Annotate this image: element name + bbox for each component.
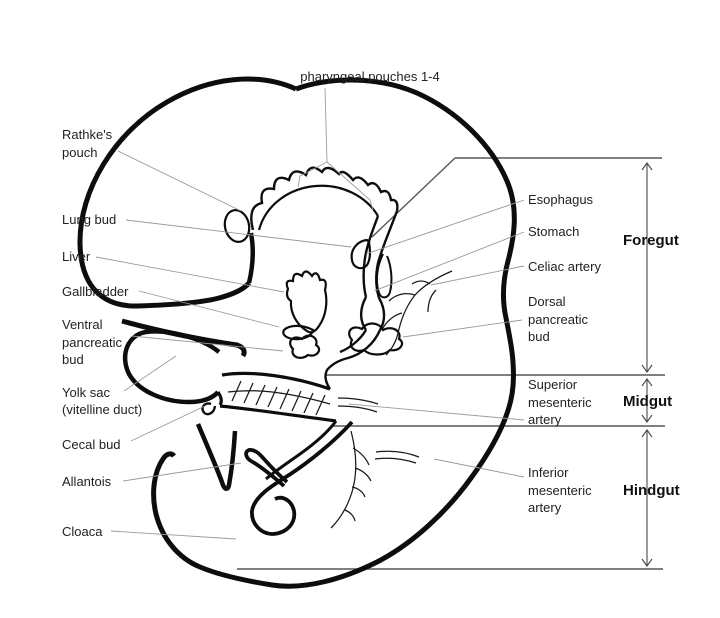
lung-bud-shape: [350, 238, 371, 270]
ventral-pancreatic-bud-leader: [131, 335, 284, 352]
leader-lines: [95, 87, 525, 540]
labels: pharyngeal pouches 1-4 Rathke's pouch Lu…: [62, 69, 680, 539]
label-inferior-mesenteric-artery: mesenteric: [528, 483, 592, 498]
embryo-face-crease: [246, 232, 255, 284]
foregut-boundary-connector: [371, 157, 456, 238]
pharyngeal-pouches-shape: [250, 166, 399, 231]
label-superior-mesenteric-artery: artery: [528, 412, 562, 427]
label-midgut-region: Midgut: [623, 393, 672, 410]
label-inferior-mesenteric-artery: Inferior: [528, 465, 569, 480]
label-allantois: Allantois: [62, 474, 112, 489]
label-ventral-pancreatic-bud: bud: [62, 352, 84, 367]
hindgut-tube: [250, 420, 354, 536]
label-yolk-sac: Yolk sac: [62, 385, 110, 400]
rathkes-pouch-leader: [117, 150, 242, 212]
pharyngeal-derivative-drop: [375, 253, 393, 299]
yolk-sac-leader: [123, 355, 177, 392]
esophagus-leader: [365, 199, 525, 255]
label-inferior-mesenteric-artery: artery: [528, 500, 562, 515]
pharyngeal-pouches-leader: [297, 87, 374, 211]
allantois-shape: [244, 447, 289, 488]
label-superior-mesenteric-artery: mesenteric: [528, 395, 592, 410]
pharynx-inner-wall: [257, 184, 379, 231]
embryo-head-outline: [77, 76, 298, 309]
foregut-extent-arrow: [641, 162, 653, 373]
embryo-figure: [77, 76, 517, 589]
hindgut-extent-arrow: [641, 429, 653, 567]
inferior-mesenteric-artery-leader: [433, 458, 525, 478]
cecal-bud-shape: [201, 402, 217, 416]
stomach-leader: [373, 231, 525, 292]
gallbladder-leader: [138, 290, 280, 328]
midgut-extent-arrow: [641, 378, 653, 423]
dorsal-pancreatic-bud-shape: [348, 322, 404, 356]
allantois-leader: [122, 462, 242, 482]
label-yolk-sac: (vitelline duct): [62, 402, 142, 417]
superior-mesenteric-artery-vessels: [337, 397, 379, 413]
inferior-mesenteric-artery-vessels: [330, 430, 420, 529]
label-ventral-pancreatic-bud: pancreatic: [62, 335, 122, 350]
rathkes-pouch-shape: [223, 209, 251, 243]
embryo-ventral-body-wall: [121, 318, 247, 358]
celiac-artery-leader: [430, 265, 525, 286]
ventral-pancreatic-bud-shape: [289, 334, 321, 359]
liver-shape: [285, 270, 328, 334]
dorsal-pancreatic-bud-leader: [402, 319, 523, 338]
vitelline-vessel-hatching: [227, 380, 331, 416]
label-dorsal-pancreatic-bud: Dorsal: [528, 294, 566, 309]
diagram-title: pharyngeal pouches 1-4: [300, 69, 440, 84]
duodenum-tube: [324, 329, 382, 390]
lung-bud-leader: [125, 219, 352, 248]
label-stomach: Stomach: [528, 224, 579, 239]
label-superior-mesenteric-artery: Superior: [528, 377, 578, 392]
embryo-umbilical-notch: [195, 423, 238, 491]
hindgut-inner-wall: [265, 420, 338, 481]
section-markers: [237, 157, 665, 570]
label-liver: Liver: [62, 249, 91, 264]
liver-leader: [95, 256, 285, 293]
label-dorsal-pancreatic-bud: pancreatic: [528, 312, 588, 327]
label-rathkes-pouch: pouch: [62, 145, 97, 160]
label-rathkes-pouch: Rathke's: [62, 127, 113, 142]
label-cecal-bud: Cecal bud: [62, 437, 121, 452]
label-esophagus: Esophagus: [528, 192, 594, 207]
cecal-bud-leader: [130, 405, 206, 442]
label-cloaca: Cloaca: [62, 524, 103, 539]
yolk-sac-shape: [122, 329, 221, 405]
label-gallbladder: Gallbladder: [62, 284, 129, 299]
label-ventral-pancreatic-bud: Ventral: [62, 317, 103, 332]
label-hindgut-region: Hindgut: [623, 482, 680, 499]
label-dorsal-pancreatic-bud: bud: [528, 329, 550, 344]
celiac-artery-vessels: [382, 270, 453, 356]
superior-mesenteric-artery-leader: [348, 403, 525, 421]
label-lung-bud: Lung bud: [62, 212, 116, 227]
gallbladder-shape: [282, 324, 315, 341]
cloaca-leader: [110, 530, 237, 540]
vitelline-duct-tube: [216, 371, 337, 423]
label-celiac-artery: Celiac artery: [528, 259, 601, 274]
embryo-dorsal-outline: [151, 77, 517, 589]
label-foregut-region: Foregut: [623, 232, 679, 249]
